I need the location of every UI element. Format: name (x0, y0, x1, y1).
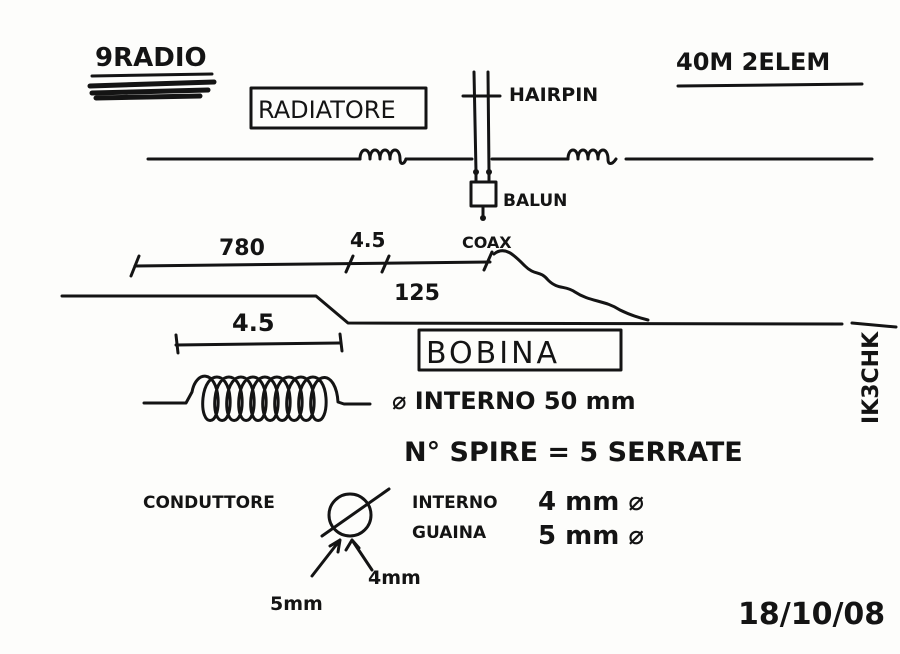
balun-terminal (480, 215, 486, 221)
dimension-left-value: 780 (219, 236, 265, 261)
title-underline (90, 72, 214, 78)
coil-dimension-line (174, 341, 342, 347)
dimension-line (133, 260, 492, 268)
callout-outer-arrow (310, 538, 342, 578)
coax-cable (492, 249, 650, 322)
callout-outer-value: 5mm (270, 593, 323, 615)
callsign: IK3CHK (859, 331, 884, 424)
dimension-coil-top-value: 4.5 (350, 228, 385, 252)
conductor-inner-value: 4 mm ⌀ (538, 487, 644, 517)
radiatore-box (249, 86, 428, 130)
balun-box (469, 180, 498, 208)
subtitle-underline (676, 82, 864, 88)
coil-dimension-value: 4.5 (232, 309, 275, 337)
coax-label: COAX (462, 233, 512, 252)
element-tip (850, 321, 898, 329)
conductor-sheath-value: 5 mm ⌀ (538, 521, 644, 551)
dimension-ticks (129, 250, 494, 278)
subtitle: 40M 2ELEM (676, 48, 830, 76)
hairpin-label: HAIRPIN (509, 84, 598, 106)
conductor-label: CONDUTTORE (143, 493, 275, 513)
coil-inner-diameter: ⌀ INTERNO 50 mm (392, 387, 636, 415)
conductor-inner-label: INTERNO (412, 493, 498, 513)
callout-inner-arrow (344, 538, 374, 572)
bobina-label: BOBINA (426, 336, 560, 371)
radiator-coil-left (358, 148, 408, 165)
title-double-underline (87, 79, 217, 101)
conductor-section-slash (320, 487, 391, 538)
title: 9RADIO (95, 43, 207, 73)
balun-leads (474, 170, 491, 184)
coil-dimension-ticks (174, 332, 344, 355)
conductor-section-outer (327, 492, 373, 538)
radiatore-label: RADIATORE (258, 96, 396, 124)
balun-label: BALUN (503, 191, 567, 211)
radiator-coil-right (566, 148, 618, 165)
dimension-right-value: 125 (394, 281, 440, 306)
bobina-box (417, 328, 623, 372)
callout-inner-value: 4mm (368, 567, 421, 589)
element-tube (60, 294, 844, 326)
date: 18/10/08 (738, 597, 885, 632)
conductor-sheath-label: GUAINA (412, 523, 487, 543)
coil-turns: N° SPIRE = 5 SERRATE (404, 437, 743, 468)
coil-drawing (142, 374, 372, 422)
hairpin-wires (472, 70, 491, 174)
